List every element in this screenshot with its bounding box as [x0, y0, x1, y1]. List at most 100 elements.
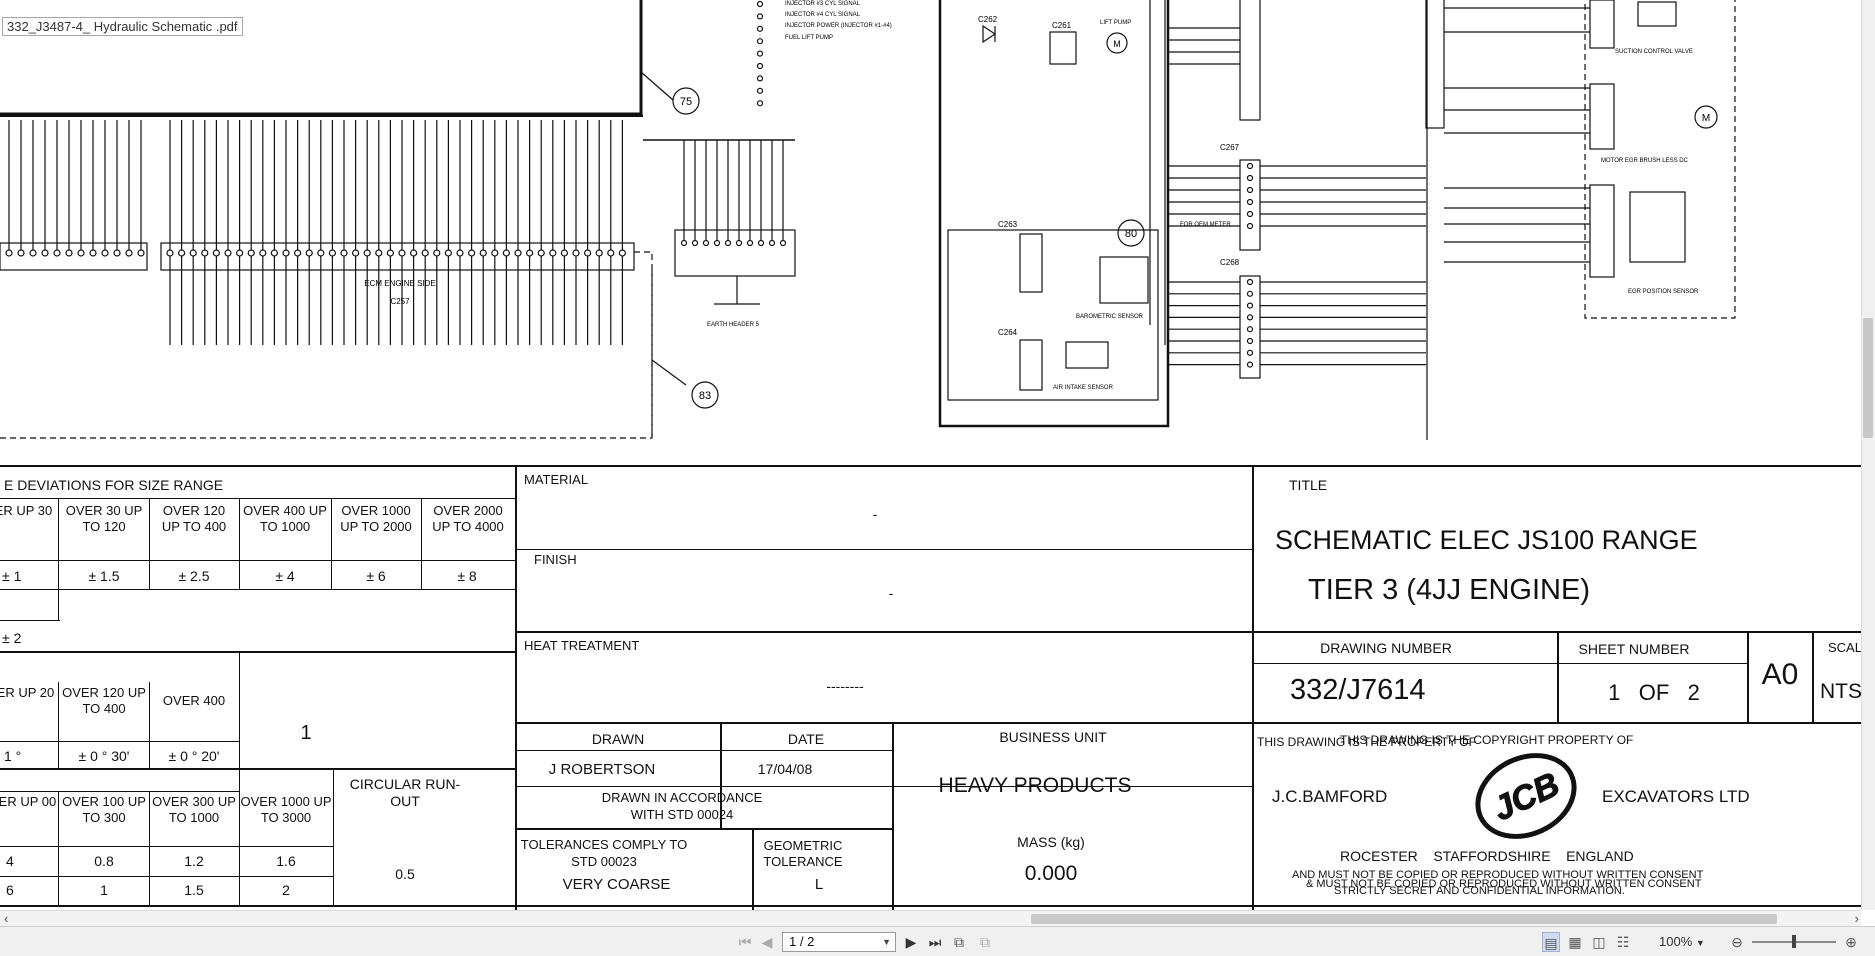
lin-value-5: ± 8 [457, 568, 477, 584]
lin-header-4: OVER 1000 UP TO 2000 [340, 503, 412, 534]
earth-pin [724, 239, 732, 247]
geo-row2-3: 2 [282, 882, 290, 898]
connector-pin [41, 249, 49, 257]
zoom-slider-handle[interactable] [1792, 935, 1796, 948]
material-label: MATERIAL [524, 472, 589, 487]
connector-pin [201, 249, 209, 257]
connector-pin [17, 249, 25, 257]
earth-pin [746, 239, 754, 247]
earth-pin [713, 239, 721, 247]
schematic-drawing: 75 83 80 ECM ENGINE SIDE C257 EARTH HEAD… [0, 0, 1861, 467]
connector-pin [386, 249, 394, 257]
notice-b: & MUST NOT BE COPIED OR REPRODUCED WITHO… [1306, 878, 1702, 890]
top-connector-pin [756, 100, 764, 107]
air-intake-sensor-label: AIR INTAKE SENSOR [1053, 385, 1114, 391]
connector-pin [137, 249, 145, 257]
date-value: 17/04/08 [757, 761, 813, 777]
c263-label: C263 [998, 220, 1018, 229]
connector-pin [456, 249, 464, 257]
injector3-label: INJECTOR #3 CYL SIGNAL [785, 1, 861, 7]
lin-value-0: ± 1 [2, 568, 22, 584]
c267-pin [1246, 198, 1254, 206]
geo-row2-0: 6 [6, 882, 14, 898]
scale-value: NTS [1820, 680, 1862, 703]
last-page-icon[interactable]: ⏭ [928, 934, 942, 950]
copy-disabled-icon[interactable]: ⧉ [980, 934, 990, 950]
connector-pin [317, 249, 325, 257]
connector-pin [294, 249, 302, 257]
c268-pin [1246, 302, 1254, 309]
ref-75-label: 75 [680, 96, 692, 108]
c268-pin [1246, 349, 1254, 356]
tol-header: E DEVIATIONS FOR SIZE RANGE [4, 477, 224, 493]
horizontal-scroll-thumb[interactable] [1031, 914, 1777, 924]
connector-pin [479, 249, 487, 257]
c268-pin [1246, 314, 1254, 321]
connector-pin [212, 249, 220, 257]
drawn-value: J ROBERTSON [548, 761, 656, 778]
scroll-right-icon[interactable]: › [1854, 911, 1859, 926]
drawing-title-line2: TIER 3 (4JJ ENGINE) [1308, 574, 1590, 606]
geo-row2-2: 1.5 [184, 882, 204, 898]
finish-label: FINISH [534, 552, 577, 567]
geo-row1-2: 1.2 [184, 853, 204, 869]
connector-pin [618, 249, 627, 257]
connector-pin [53, 249, 61, 257]
business-unit-value: HEAVY PRODUCTS [938, 774, 1132, 797]
connector-pin [189, 249, 197, 257]
jcb-logo: JCB [1470, 750, 1582, 842]
accordance-note: DRAWN IN ACCORDANCE WITH STD 00024 [601, 790, 763, 822]
next-page-icon[interactable]: ▶ [905, 934, 917, 950]
fuel-lift-label: FUEL LIFT PUMP [785, 35, 833, 41]
vertical-scrollbar[interactable] [1861, 0, 1875, 910]
first-page-icon[interactable]: ⏮ [738, 934, 752, 950]
geo-header-3: OVER 1000 UP TO 3000 [240, 794, 332, 825]
c267-pin [1246, 174, 1254, 182]
c268-pin [1246, 278, 1254, 286]
connector-pin [89, 249, 97, 257]
lin-header-1: OVER 30 UP TO 120 [65, 503, 143, 534]
oem-meter-label: FOR OEM METER [1180, 222, 1231, 228]
connector-pin [270, 249, 278, 257]
connector-pin [259, 249, 267, 257]
copy-page-icon[interactable]: ⧉ [954, 934, 964, 950]
ang-value-1: ± 0 ° 30' [78, 748, 130, 764]
c262-label: C262 [978, 15, 998, 24]
connector-pin [433, 249, 441, 257]
connector-pin [282, 249, 290, 257]
sheet-number-label: SHEET NUMBER [1578, 641, 1690, 657]
connector-pin [352, 249, 360, 257]
vertical-scroll-thumb[interactable] [1863, 318, 1873, 438]
zoom-level[interactable]: 100% ▼ [1659, 932, 1715, 953]
horizontal-scrollbar[interactable]: ‹ › [0, 910, 1861, 926]
heat-treatment-value: -------- [826, 678, 864, 694]
geometric-label: GEOMETRIC TOLERANCE [763, 838, 843, 869]
tolerances-note: TOLERANCES COMPLY TO STD 00023 [520, 837, 688, 869]
connector-pin [5, 249, 13, 257]
zoom-in-icon[interactable]: ⊕ [1845, 934, 1857, 950]
lin-header-0: VER UP 30 [0, 503, 53, 518]
prev-page-icon[interactable]: ◀ [761, 934, 773, 950]
continuous-view-icon[interactable]: ▦ [1568, 934, 1582, 950]
lin-header-3: OVER 400 UP TO 1000 [243, 503, 327, 534]
connector-pin [113, 249, 121, 257]
company-right: EXCAVATORS LTD [1602, 787, 1750, 806]
connector-pin [236, 249, 244, 257]
earth-pin [735, 239, 743, 247]
connector-pin [224, 249, 232, 257]
continuous-facing-view-icon[interactable]: ☷ [1616, 934, 1630, 950]
scroll-left-icon[interactable]: ‹ [4, 911, 9, 926]
single-page-view-icon[interactable]: ▤ [1542, 932, 1560, 952]
heat-treatment-label: HEAT TREATMENT [524, 638, 640, 653]
ang-value-2: ± 0 ° 20' [168, 748, 220, 764]
zoom-out-icon[interactable]: ⊖ [1731, 934, 1743, 950]
top-connector-pin [756, 38, 764, 45]
facing-view-icon[interactable]: ◫ [1592, 934, 1606, 950]
ang-header-2: OVER 400 [162, 693, 226, 708]
suction-valve-label: SUCTION CONTROL VALVE [1615, 49, 1693, 55]
geo-row2-1: 1 [100, 882, 108, 898]
c268-label: C268 [1220, 258, 1240, 267]
geo-header-2: OVER 300 UP TO 1000 [152, 794, 236, 825]
page-number-select[interactable]: 1 / 2 ▼ [782, 932, 896, 952]
connector-pin [595, 249, 603, 257]
